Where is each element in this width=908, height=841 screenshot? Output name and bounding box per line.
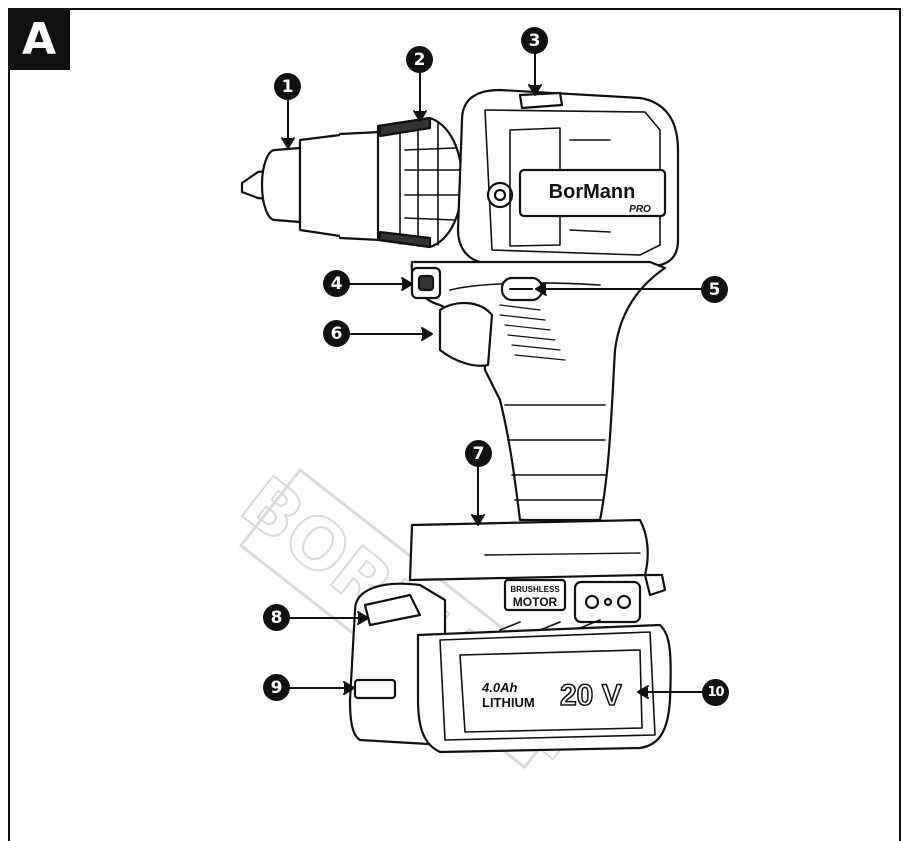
callout-7: 7 — [465, 440, 492, 467]
motor-badge-line1: BRUSHLESS — [510, 585, 560, 594]
callout-3: 3 — [521, 27, 548, 54]
callout-1: 1 — [274, 73, 301, 100]
battery-type: LITHIUM — [482, 695, 535, 710]
brand-label: BorMann — [549, 181, 636, 203]
brand-sub-label: PRO — [629, 204, 651, 215]
callout-8: 8 — [263, 604, 290, 631]
callout-2: 2 — [406, 46, 433, 73]
callout-5: 5 — [701, 276, 728, 303]
callout-6: 6 — [323, 320, 350, 347]
battery-capacity: 4.0Ah — [481, 680, 517, 695]
handle — [410, 260, 667, 522]
direction-switch — [410, 266, 442, 300]
battery-voltage: 20 V — [560, 679, 622, 712]
leader-lines — [281, 51, 703, 699]
torque-ring — [376, 116, 464, 249]
callout-4: 4 — [323, 270, 350, 297]
battery-pack: 4.0Ah LITHIUM 20 V — [348, 582, 672, 754]
gearbox-housing: BorMann PRO — [456, 88, 680, 268]
trigger — [438, 302, 494, 367]
figure-letter: A — [8, 8, 70, 70]
figure-frame — [8, 8, 901, 841]
callout-10: 10 — [702, 679, 729, 706]
battery-mount: BRUSHLESS MOTOR — [408, 518, 667, 624]
callout-9: 9 — [263, 674, 290, 701]
grip-texture — [499, 304, 566, 361]
motor-badge-line2: MOTOR — [513, 595, 558, 609]
chuck — [240, 130, 382, 242]
